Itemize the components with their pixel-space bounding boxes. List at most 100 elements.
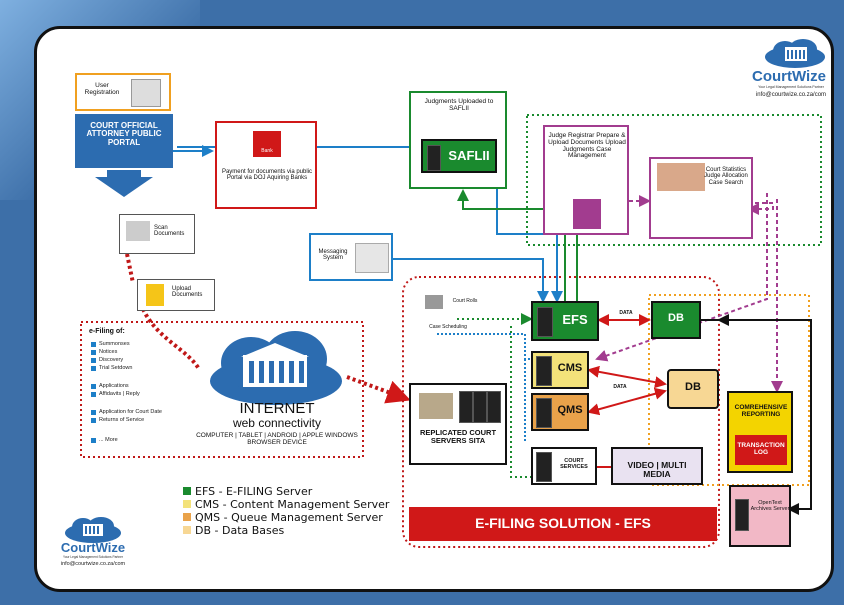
court-services-label: COURT SERVICES [560, 458, 588, 470]
efiling-item: ... More [91, 437, 118, 443]
efs-label: EFS [562, 312, 588, 327]
transaction-log-label: TRANSACTION LOG [737, 442, 785, 456]
efiling-title: e-Filing of: [89, 328, 125, 335]
registration-form-icon [131, 79, 161, 107]
efiling-item: Notices [90, 349, 118, 355]
legend-code: DB [195, 524, 212, 537]
legend-text: - Queue Management Server [223, 511, 383, 524]
legend-text: - E-FILING Server [218, 485, 313, 498]
internet-devices: COMPUTER | TABLET | ANDROID | APPLE WIND… [196, 432, 358, 446]
server-icon [473, 391, 487, 423]
efiling-item: Application for Court Date [91, 409, 162, 415]
server-icon [536, 398, 552, 428]
server-icon [459, 391, 473, 423]
efiling-item: Trial Setdown [90, 365, 133, 371]
legend-row-efs: EFS - E-FILING Server [183, 485, 312, 498]
efs-server: EFS [531, 301, 599, 341]
data-label: DATA [613, 384, 627, 390]
brand-tagline: Your Legal Management Solutions Partner [63, 555, 123, 559]
brand-email: info@courtwize.co.za/com [755, 92, 827, 98]
cms-label: CMS [557, 362, 583, 374]
messaging-system-box: Messaging System [309, 233, 393, 281]
bank-label: Bank [261, 148, 273, 154]
replicated-servers-box: REPLICATED COURT SERVERS SITA [409, 383, 507, 465]
legend-code: EFS [195, 485, 216, 498]
judge-registrar-label: Judge Registrar Prepare & Upload Documen… [548, 132, 626, 160]
brand-email: info@courtwize.co.za/com [60, 561, 126, 567]
internet-subtitle: web connectivity [232, 416, 322, 430]
data-label: DATA [619, 310, 633, 316]
server-icon [487, 391, 501, 423]
internet-title: INTERNET [239, 400, 315, 417]
server-icon [537, 307, 553, 337]
upload-icon [146, 284, 164, 306]
efiling-item: Applications [91, 383, 129, 389]
qms-label: QMS [557, 404, 583, 416]
user-registration-label: User Registration [84, 82, 120, 96]
legend-swatch [183, 487, 191, 495]
server-icon [735, 499, 749, 531]
efiling-item: Returns of Service [90, 417, 145, 423]
judgments-label: Judgments Uploaded to SAFLII [424, 98, 494, 112]
reporting-label: COMREHENSIVE REPORTING [734, 404, 788, 418]
court-rolls-label: Court Rolls [452, 298, 478, 304]
saflii-label: SAFLII [448, 148, 490, 163]
transaction-log: TRANSACTION LOG [735, 435, 787, 465]
efiling-item: Discovery [90, 357, 124, 363]
archive-server-label: OpenText Archives Server [750, 500, 790, 512]
upload-documents-box: Upload Documents [137, 279, 215, 311]
brand-name: CourtWize [751, 68, 827, 85]
saflii-server: SAFLII [421, 139, 497, 173]
judgments-box: Judgments Uploaded to SAFLII SAFLII [409, 91, 507, 189]
legend-swatch [183, 500, 191, 508]
scan-documents-label: Scan Documents [154, 225, 185, 238]
cms-server: CMS [531, 351, 589, 389]
reporting-box: COMREHENSIVE REPORTING TRANSACTION LOG [727, 391, 793, 473]
bank-box: Bank Payment for documents via public Po… [215, 121, 317, 209]
internet-cloud-icon [205, 329, 347, 409]
video-multimedia-label: VIDEO | MULTI MEDIA [627, 460, 687, 479]
db-efs: DB [651, 301, 701, 339]
solution-banner: E-FILING SOLUTION - EFS [409, 507, 717, 541]
legend-swatch [183, 513, 191, 521]
server-icon [536, 356, 552, 386]
replicated-servers-label: REPLICATED COURT SERVERS SITA [419, 428, 497, 445]
court-statistics-box: Court Statistics Judge Allocation Case S… [649, 157, 753, 239]
court-rolls-icon [425, 295, 443, 309]
bank-payment-text: Payment for documents via public Portal … [221, 169, 313, 182]
legend-code: QMS [195, 511, 221, 524]
courtwize-logo-icon [63, 517, 123, 543]
building-icon [419, 393, 453, 419]
legend-row-db: DB - Data Bases [183, 524, 284, 537]
public-portal-label: COURT OFFICIAL ATTORNEY PUBLIC PORTAL [86, 121, 162, 147]
diagram-canvas: CourtWize Your Legal Management Solution… [34, 26, 834, 592]
brand-name: CourtWize [60, 540, 126, 555]
legend-swatch [183, 526, 191, 534]
courtwize-logo-icon [763, 39, 827, 69]
court-statistics-label: Court Statistics Judge Allocation Case S… [704, 167, 748, 186]
case-scheduling-label: Case Scheduling [429, 324, 467, 330]
bank-icon [253, 131, 281, 157]
upload-documents-label: Upload Documents [172, 286, 203, 299]
legend-text: - Content Management Server [222, 498, 390, 511]
server-icon [427, 145, 441, 171]
court-services-server: COURT SERVICES [531, 447, 597, 485]
db-label: DB [668, 312, 684, 324]
connector-lines [80, 114, 822, 548]
public-portal-box[interactable]: COURT OFFICIAL ATTORNEY PUBLIC PORTAL [75, 114, 173, 168]
qms-server: QMS [531, 393, 589, 431]
documents-icon [573, 199, 601, 229]
legend-text: - Data Bases [214, 524, 285, 537]
legend-row-cms: CMS - Content Management Server [183, 498, 389, 511]
db-label: DB [685, 381, 701, 393]
efiling-item: Affidavits | Reply [91, 391, 140, 397]
judge-registrar-box: Judge Registrar Prepare & Upload Documen… [543, 125, 629, 235]
video-multimedia-box: VIDEO | MULTI MEDIA [611, 447, 703, 485]
archive-server-box: OpenText Archives Server [729, 485, 791, 547]
efiling-item: Summonses [91, 341, 130, 347]
legend-code: CMS [195, 498, 220, 511]
people-photo-icon [657, 163, 705, 191]
solution-title: E-FILING SOLUTION - EFS [475, 515, 651, 531]
message-icon [355, 243, 389, 273]
scan-documents-box: Scan Documents [119, 214, 195, 254]
